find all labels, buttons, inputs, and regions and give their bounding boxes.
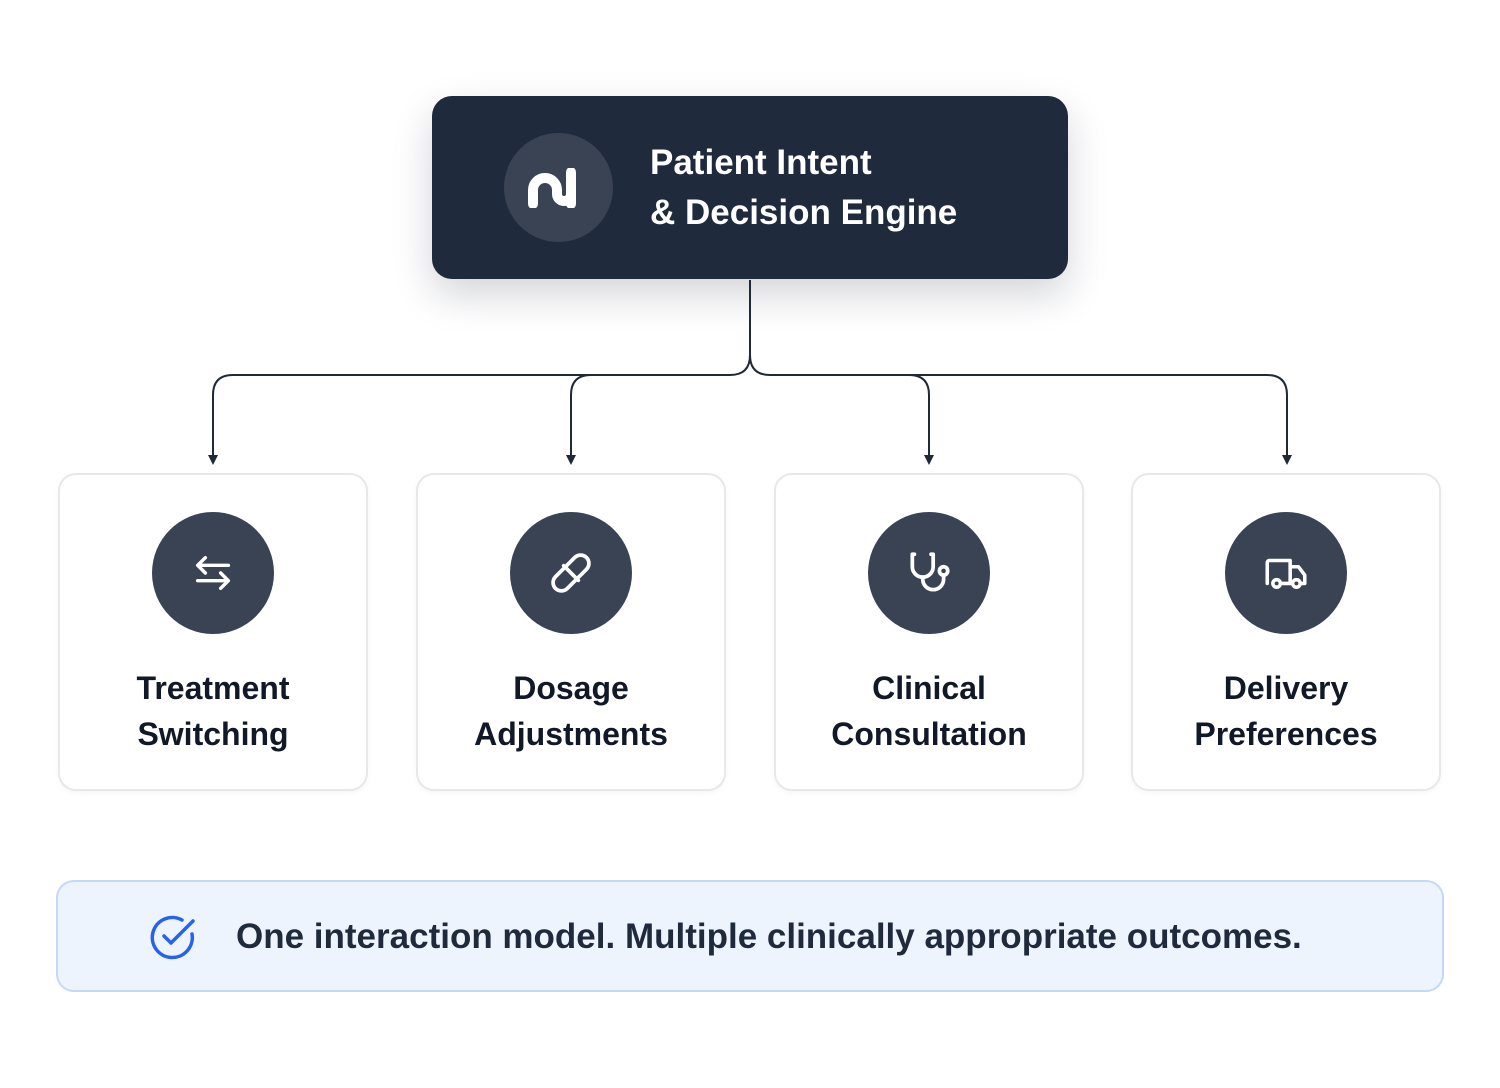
engine-title: Patient Intent & Decision Engine [650, 138, 957, 238]
connector-delivery [909, 374, 1292, 465]
decision-engine-box: Patient Intent & Decision Engine [432, 96, 1068, 279]
connector-clinical [749, 354, 934, 465]
card-label: Clinical Consultation [776, 665, 1082, 757]
banner-text: One interaction model. Multiple clinical… [236, 917, 1302, 956]
connector-lines [208, 280, 1292, 465]
card-label-line1: Delivery [1223, 670, 1349, 706]
card-label-line1: Clinical [872, 670, 986, 706]
card-label-line2: Adjustments [474, 716, 668, 752]
card-label: Treatment Switching [60, 665, 366, 757]
swap-arrows-icon [152, 512, 274, 634]
stethoscope-icon [868, 512, 990, 634]
engine-title-line1: Patient Intent [650, 143, 872, 182]
card-label-line2: Consultation [831, 716, 1027, 752]
card-dosage-adjustments: Dosage Adjustments [416, 473, 726, 791]
card-delivery-preferences: Delivery Preferences [1131, 473, 1441, 791]
card-label-line2: Switching [137, 716, 289, 752]
card-label-line1: Treatment [136, 670, 290, 706]
engine-title-line2: & Decision Engine [650, 193, 958, 232]
card-label: Delivery Preferences [1133, 665, 1439, 757]
check-circle-icon [148, 912, 198, 962]
summary-banner: One interaction model. Multiple clinical… [56, 880, 1444, 992]
card-label-line1: Dosage [513, 670, 629, 706]
card-treatment-switching: Treatment Switching [58, 473, 368, 791]
delivery-truck-icon [1225, 512, 1347, 634]
connector-dosage [566, 374, 730, 465]
card-label-line2: Preferences [1194, 716, 1378, 752]
pill-icon [510, 512, 632, 634]
card-label: Dosage Adjustments [418, 665, 724, 757]
brand-logo-icon [504, 133, 613, 242]
card-clinical-consultation: Clinical Consultation [774, 473, 1084, 791]
connector-trunk [208, 280, 751, 465]
